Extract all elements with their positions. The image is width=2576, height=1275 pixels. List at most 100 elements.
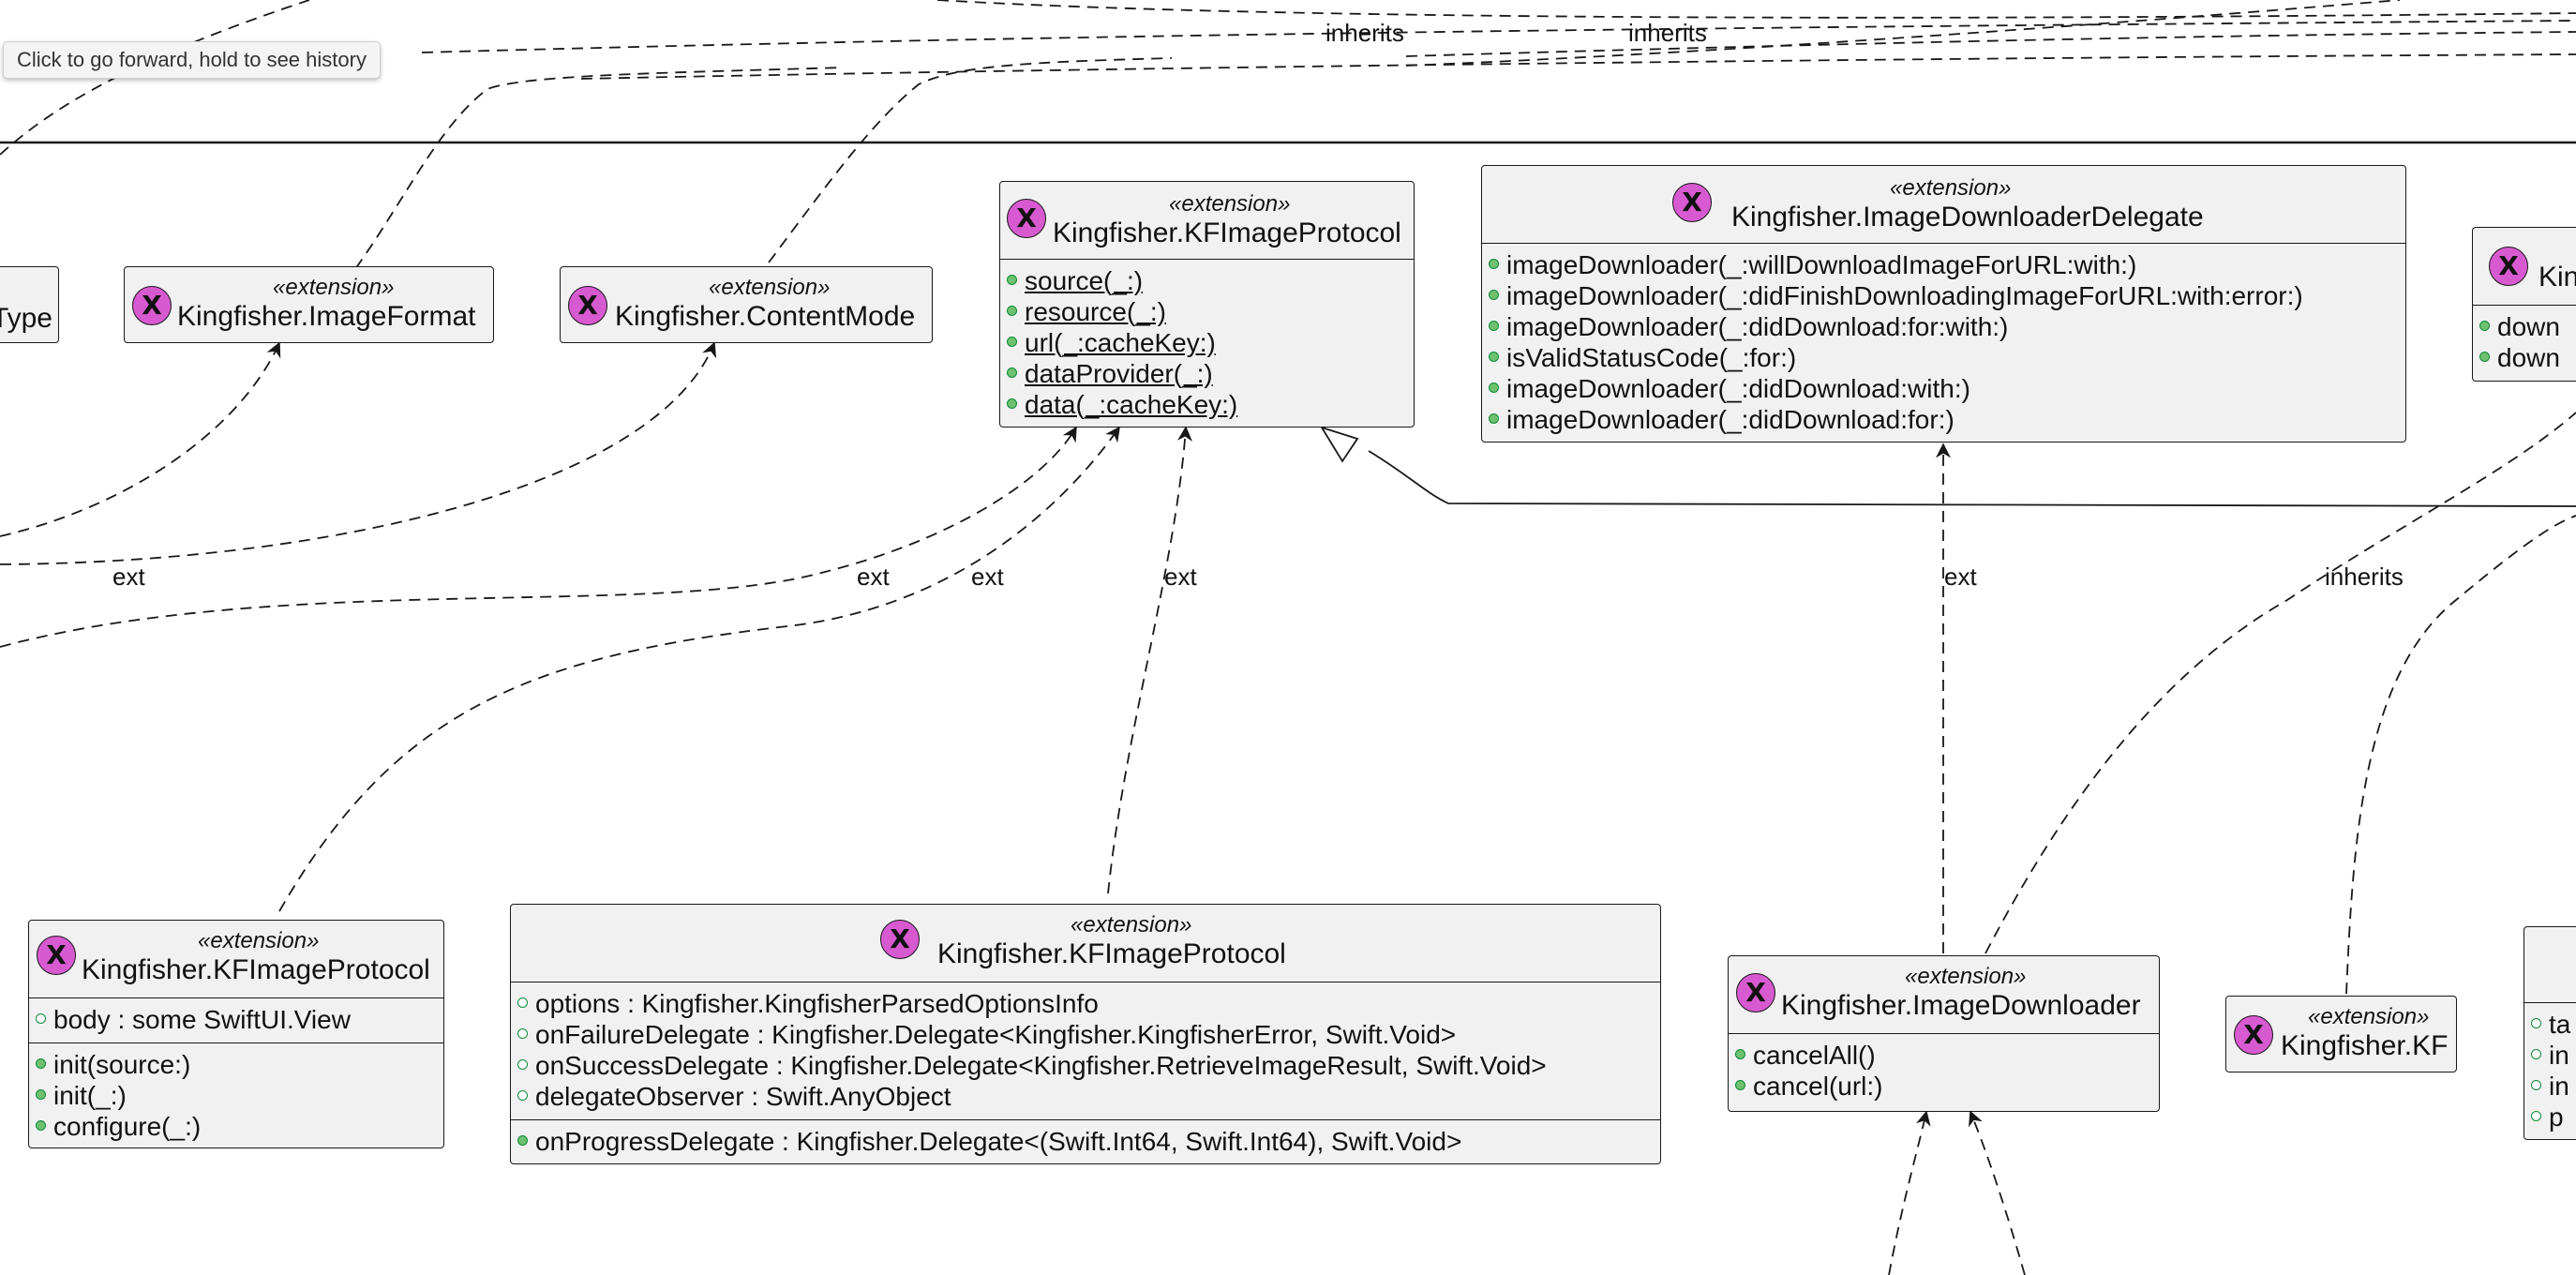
kf-up-edge <box>2345 515 2576 995</box>
extension-class-icon: X <box>2489 247 2528 286</box>
field: p <box>2524 1102 2576 1132</box>
field: delegateObserver : Swift.AnyObject <box>511 1081 1660 1112</box>
generalization-edge <box>1368 450 2576 507</box>
methods-compartment: source(_:) resource(_:) url(_:cacheKey:)… <box>1000 259 1414 428</box>
methods-compartment: onProgressDelegate : Kingfisher.Delegate… <box>511 1119 1660 1164</box>
method: down <box>2473 342 2576 373</box>
class-partial-right-top[interactable]: X Kin down down <box>2472 227 2576 382</box>
stereotype-label: «extension» <box>198 928 320 953</box>
image-downloader-inherits-edge <box>1984 412 2576 954</box>
static-method: dataProvider(_:) <box>1000 358 1414 389</box>
top-edge-5 <box>1405 0 2401 67</box>
extension-class-icon: X <box>568 286 607 325</box>
image-format-up-edge <box>332 67 845 299</box>
class-image-format[interactable]: X «extension» Kingfisher.ImageFormat <box>124 266 494 343</box>
edge-label-ext: ext <box>1164 562 1197 591</box>
class-name: Kingfisher.KFImageProtocol <box>82 954 430 985</box>
edge-label-ext: ext <box>112 562 145 591</box>
extension-class-icon: X <box>1736 973 1775 1012</box>
extension-class-icon: X <box>880 920 920 959</box>
class-name: Kingfisher.KF <box>2281 1030 2449 1061</box>
field: onFailureDelegate : Kingfisher.Delegate<… <box>511 1019 1660 1050</box>
class-content-mode[interactable]: X «extension» Kingfisher.ContentMode <box>560 266 933 343</box>
edge-label-inherits: inherits <box>1325 19 1404 47</box>
stereotype-label: «extension» <box>1071 912 1192 938</box>
ext-to-kfimageprotocol-1 <box>0 426 1077 648</box>
method: isValidStatusCode(_:for:) <box>1482 342 2405 373</box>
method: init(source:) <box>29 1049 443 1080</box>
method: configure(_:) <box>29 1111 443 1142</box>
static-method: source(_:) <box>1000 265 1414 296</box>
top-edge-1 <box>421 20 2576 53</box>
into-image-downloader-1 <box>1888 1110 1931 1275</box>
class-name: Kingfisher.KFImageProtocol <box>937 938 1286 969</box>
method: imageDownloader(_:didFinishDownloadingIm… <box>1482 280 2405 311</box>
extension-class-icon: X <box>132 286 172 325</box>
static-method: url(_:cacheKey:) <box>1000 327 1414 358</box>
field: in <box>2524 1071 2576 1102</box>
method: imageDownloader(_:didDownload:with:) <box>1482 373 2405 404</box>
stereotype-label: «extension» <box>1169 191 1291 217</box>
class-name: Kingfisher.ImageDownloader <box>1781 990 2141 1021</box>
class-name: Kingfisher.KFImageProtocol <box>1053 218 1401 248</box>
extension-class-icon: X <box>1672 183 1712 222</box>
field: ta <box>2524 1009 2576 1040</box>
class-kf-image-protocol-small[interactable]: X «extension» Kingfisher.KFImageProtocol… <box>28 920 444 1148</box>
edge-label-ext: ext <box>971 562 1004 591</box>
methods-compartment: cancelAll() cancel(url:) <box>1729 1033 2159 1109</box>
into-image-downloader-2 <box>1969 1110 2026 1275</box>
method: cancel(url:) <box>1729 1071 2159 1102</box>
ext-to-kfimageprotocol-2 <box>278 426 1120 912</box>
stereotype-label: «extension» <box>2308 1004 2430 1029</box>
class-image-downloader[interactable]: X «extension» Kingfisher.ImageDownloader… <box>1728 955 2160 1112</box>
field: body : some SwiftUI.View <box>29 1004 443 1035</box>
ext-to-image-format <box>0 341 281 537</box>
extension-class-icon: X <box>2234 1015 2273 1055</box>
extension-class-icon: X <box>37 936 76 975</box>
method: imageDownloader(_:willDownloadImageForUR… <box>1482 249 2405 280</box>
static-method: data(_:cacheKey:) <box>1000 389 1414 420</box>
method: onProgressDelegate : Kingfisher.Delegate… <box>511 1126 1660 1157</box>
top-left-edge <box>0 0 310 156</box>
fields-compartment: options : Kingfisher.KingfisherParsedOpt… <box>511 982 1660 1119</box>
method: cancelAll() <box>1729 1040 2159 1071</box>
field: in <box>2524 1040 2576 1071</box>
method: down <box>2473 311 2576 342</box>
edge-label-ext: ext <box>1944 562 1977 591</box>
class-kf-image-protocol-large[interactable]: X «extension» Kingfisher.KFImageProtocol… <box>510 904 1661 1164</box>
edge-label-ext: ext <box>857 562 890 591</box>
method: init(_:) <box>29 1080 443 1111</box>
top-edge-4 <box>936 0 2576 19</box>
class-name: Kingfisher.ContentMode <box>615 301 916 332</box>
method: imageDownloader(_:didDownload:for:) <box>1482 404 2405 435</box>
stereotype-label: «extension» <box>1905 964 2027 989</box>
generalization-arrowhead <box>1319 426 1359 463</box>
class-image-downloader-delegate[interactable]: X «extension» Kingfisher.ImageDownloader… <box>1481 165 2406 442</box>
methods-compartment: init(source:) init(_:) configure(_:) <box>29 1042 443 1149</box>
class-kf-image-protocol-top[interactable]: X «extension» Kingfisher.KFImageProtocol… <box>999 181 1415 428</box>
class-partial-right-bottom[interactable]: ta in in p <box>2524 926 2576 1140</box>
class-name: Kin <box>2539 262 2576 292</box>
fields-compartment: ta in in p <box>2524 1002 2576 1139</box>
class-name: Kingfisher.ImageDownloaderDelegate <box>1731 202 2204 232</box>
method: imageDownloader(_:didDownload:for:with:) <box>1482 311 2405 342</box>
class-partial-type[interactable]: Type <box>0 266 59 343</box>
fields-compartment: body : some SwiftUI.View <box>29 998 443 1042</box>
methods-compartment: imageDownloader(_:willDownloadImageForUR… <box>1482 243 2405 442</box>
edge-label-inherits: inherits <box>1628 19 1707 47</box>
top-edge-2 <box>1405 31 2576 57</box>
class-name: Kingfisher.ImageFormat <box>177 301 476 332</box>
stereotype-label: «extension» <box>273 275 395 300</box>
static-method: resource(_:) <box>1000 296 1414 327</box>
content-mode-up-edge <box>768 57 1173 263</box>
forward-history-tooltip: Click to go forward, hold to see history <box>3 41 381 79</box>
edge-label-inherits: inherits <box>2325 562 2404 591</box>
field: options : Kingfisher.KingfisherParsedOpt… <box>511 988 1660 1019</box>
class-name: Type <box>0 303 52 334</box>
ext-to-kfimageprotocol-3 <box>1107 426 1192 894</box>
class-kf[interactable]: X «extension» Kingfisher.KF <box>2225 996 2457 1072</box>
field: onSuccessDelegate : Kingfisher.Delegate<… <box>511 1050 1660 1081</box>
top-edge-3 <box>580 53 2576 80</box>
extension-class-icon: X <box>1007 199 1046 238</box>
